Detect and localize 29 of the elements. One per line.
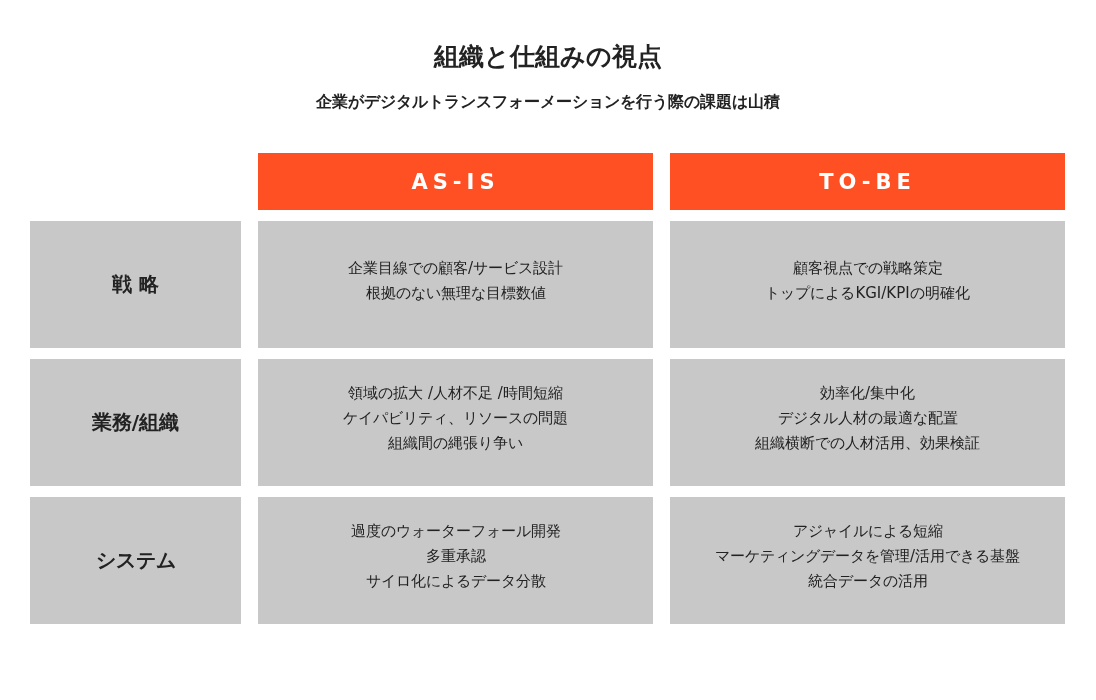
table-cell (670, 497, 1065, 624)
cell-text: サイロ化によるデータ分散 (365, 571, 546, 592)
cell-text: 領域の拡大 /人材不足 /時間短縮 (348, 383, 563, 404)
cell-text: マーケティングデータを管理/活用できる基盤 (714, 546, 1021, 567)
column-header: TO-BE (670, 153, 1065, 210)
row-header: システム (30, 497, 241, 624)
table-cell (670, 359, 1065, 486)
cell-text: トップによるKGI/KPIの明確化 (765, 282, 970, 304)
cell-text: デジタル人材の最適な配置 (777, 408, 958, 429)
cell-text: 組織間の縄張り争い (388, 433, 523, 454)
cell-text: アジャイルによる短縮 (792, 521, 943, 542)
column-header: AS-IS (258, 153, 653, 210)
cell-text: 組織横断での人材活用、効果検証 (755, 433, 980, 454)
cell-text: ケイパビリティ、リソースの問題 (343, 408, 568, 429)
subtitle: 企業がデジタルトランスフォーメーションを行う際の課題は山積 (316, 92, 780, 113)
cell-text: 統合データの活用 (807, 571, 928, 592)
cell-text: 根拠のない無理な目標数値 (365, 282, 546, 304)
cell-text: 企業目線での顧客/サービス設計 (347, 257, 564, 279)
row-header: 業務/組織 (30, 359, 241, 486)
cell-text: 効率化/集中化 (819, 383, 916, 404)
cell-text: 顧客視点での戦略策定 (792, 257, 943, 279)
cell-text: 過度のウォーターフォール開発 (350, 521, 561, 542)
table-cell (258, 221, 653, 348)
table-cell (670, 221, 1065, 348)
cell-text: 多重承認 (425, 546, 486, 567)
row-header: 戦 略 (30, 221, 241, 348)
table-cell (258, 359, 653, 486)
title: 組織と仕組みの視点 (434, 41, 662, 73)
table-cell (258, 497, 653, 624)
